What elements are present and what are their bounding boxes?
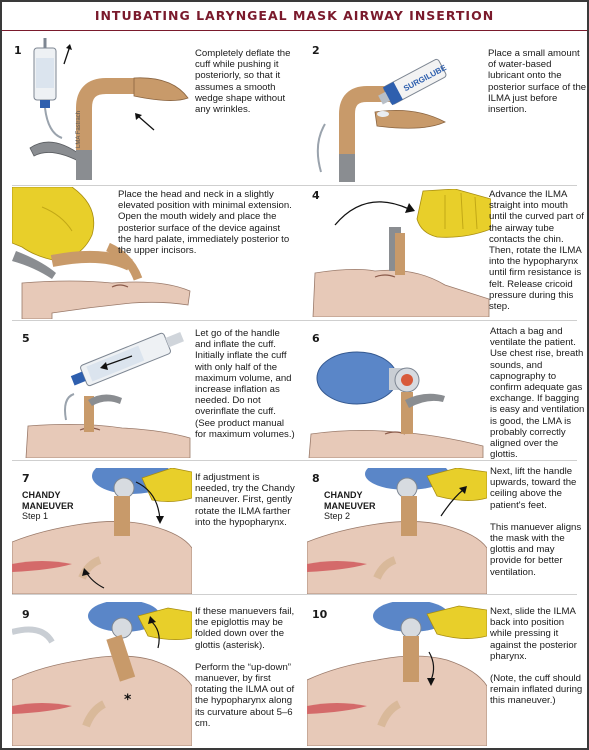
chandy-label: CHANDY MANEUVER Step 2 [324, 490, 404, 522]
step-paragraph: Place the head and neck in a slightly el… [118, 189, 292, 257]
step-paragraph: Next, lift the handle upwards, toward th… [490, 466, 577, 511]
step-1-panel: 1 LMA Fastrach [2, 2, 297, 185]
chandy-title: CHANDY MANEUVER [324, 490, 376, 511]
row-divider [12, 460, 577, 461]
advance-and-rotate-ilma [312, 189, 491, 317]
step-paragraph: Advance the ILMA straight into mouth unt… [489, 189, 584, 313]
step-4-text: Advance the ILMA straight into mouth unt… [489, 189, 587, 312]
step-8-panel: 8 CHANDY MANEUVER Step 2 Next, lift the … [297, 460, 587, 594]
chandy-rotation [12, 468, 192, 594]
step-7-panel: 7 CHANDY MANEUVER Step 1 [2, 460, 297, 594]
step-paragraph: If adjustment is needed, try the Chandy … [195, 472, 295, 528]
step-7-text: If adjustment is needed, try the Chandy … [195, 472, 295, 528]
step-paragraph: Let go of the handle and inflate the cuf… [195, 328, 295, 440]
step-8-illustration [307, 468, 487, 594]
chandy-step: Step 1 [22, 511, 49, 521]
step-7-illustration [12, 468, 192, 594]
step-1-illustration: LMA Fastrach [22, 38, 192, 180]
step-paragraph: Place a small amount of water-based lubr… [488, 48, 587, 116]
step-number: 6 [312, 332, 320, 345]
step-9-text: If these manuevers fail, the epiglottis … [195, 606, 295, 729]
up-down-maneuver-out: * [12, 602, 192, 746]
page-title: INTUBATING LARYNGEAL MASK AIRWAY INSERTI… [94, 8, 495, 23]
step-8-text: Next, lift the handle upwards, toward th… [490, 466, 587, 578]
inflate-cuff-with-syringe [25, 331, 191, 458]
step-4-panel: 4 Advance the ILMA straight into mouth u… [297, 185, 587, 320]
step-paragraph: Completely deflate the cuff while pushin… [195, 48, 291, 116]
chandy-label: CHANDY MANEUVER Step 1 [22, 490, 102, 522]
step-6-text: Attach a bag and ventilate the patient. … [490, 326, 587, 460]
step-2-panel: 2 SURGILUBE Place a small amount of wate… [297, 2, 587, 185]
step-paragraph: Perform the “up-down” manuever, by first… [195, 661, 295, 729]
head-positioning-insertion [12, 187, 191, 319]
step-5-illustration [22, 326, 194, 458]
up-down-maneuver-in [307, 602, 487, 746]
step-number: 2 [312, 44, 320, 57]
row-divider [12, 594, 577, 595]
step-9-illustration: * [12, 602, 192, 746]
step-4-illustration [305, 189, 491, 317]
step-6-panel: 6 Attach a bag and ventilate the patient… [297, 320, 587, 460]
chandy-lift [307, 468, 487, 594]
deflated-ilma-with-syringe: LMA Fastrach [29, 38, 189, 180]
step-1-text: Completely deflate the cuff while pushin… [195, 48, 295, 115]
step-2-illustration: SURGILUBE [305, 54, 465, 182]
step-number: 9 [22, 608, 30, 621]
step-paragraph: (Note, the cuff should remain inflated d… [490, 673, 583, 707]
step-number: 1 [14, 44, 22, 57]
row-divider [12, 320, 577, 321]
row-divider [12, 185, 577, 186]
title-rule [2, 30, 587, 31]
chandy-step: Step 2 [324, 511, 351, 521]
step-10-text: Next, slide the ILMA back into position … [490, 606, 587, 707]
step-10-panel: 10 Next, slide the ILMA back into positi… [297, 594, 587, 748]
step-3-illustration [12, 187, 292, 319]
step-5-text: Let go of the handle and inflate the cuf… [195, 328, 295, 440]
step-2-text: Place a small amount of water-based lubr… [488, 48, 587, 115]
step-paragraph: Next, slide the ILMA back into position … [490, 606, 577, 662]
step-3-text: Place the head and neck in a slightly el… [118, 189, 294, 256]
step-number: 7 [22, 472, 30, 485]
step-number: 5 [22, 332, 30, 345]
chandy-title: CHANDY MANEUVER [22, 490, 74, 511]
step-number: 4 [312, 189, 320, 202]
step-5-panel: 5 [2, 320, 297, 460]
step-6-illustration [305, 350, 485, 458]
bag-valve-icon [316, 351, 398, 405]
asterisk-marker: * [124, 692, 132, 708]
syringe-icon [33, 38, 63, 139]
step-number: 8 [312, 472, 320, 485]
step-3-panel: 3 Place the head and neck in a slightly … [2, 185, 297, 320]
step-paragraph: Attach a bag and ventilate the patient. … [490, 326, 585, 461]
step-number: 10 [312, 608, 328, 621]
step-9-panel: 9 * If these manuevers fail, the epiglot… [2, 594, 297, 748]
step-paragraph: If these manuevers fail, the epiglottis … [195, 606, 295, 651]
device-brand-label: LMA Fastrach [76, 111, 82, 148]
lubricant-application: SURGILUBE [316, 58, 448, 182]
step-paragraph: This manuever aligns the mask with the g… [490, 521, 582, 578]
step-10-illustration [307, 602, 487, 746]
bag-ventilation [308, 351, 484, 458]
